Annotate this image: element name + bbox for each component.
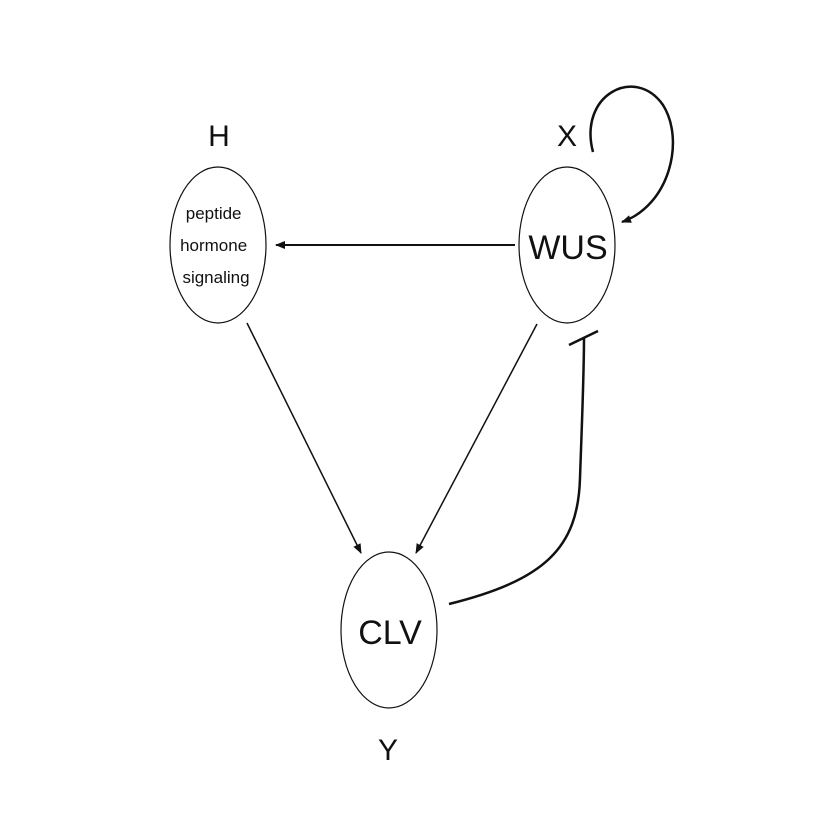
edge-h-to-clv — [246, 322, 362, 554]
node-clv-corner-label: Y — [378, 734, 398, 767]
node-clv-circle — [340, 551, 438, 709]
node-h-corner-label: H — [208, 120, 230, 153]
node-h-text: peptide hormone signaling — [180, 204, 252, 287]
node-h-circle — [169, 166, 267, 324]
node-h-line-2: hormone — [180, 236, 247, 255]
edge-wus-to-clv — [415, 323, 538, 554]
edge-wus-self-loop — [589, 85, 675, 224]
edge-clv-inhibits-wus — [448, 336, 586, 606]
node-h-line-1: peptide — [186, 204, 242, 223]
inhibition-bar — [568, 329, 599, 347]
node-wus-circle — [518, 166, 616, 324]
node-clv-text: CLV — [358, 614, 422, 652]
node-wus-text: WUS — [528, 229, 607, 267]
node-h-line-3: signaling — [182, 268, 249, 287]
node-wus-corner-label: X — [557, 120, 577, 153]
